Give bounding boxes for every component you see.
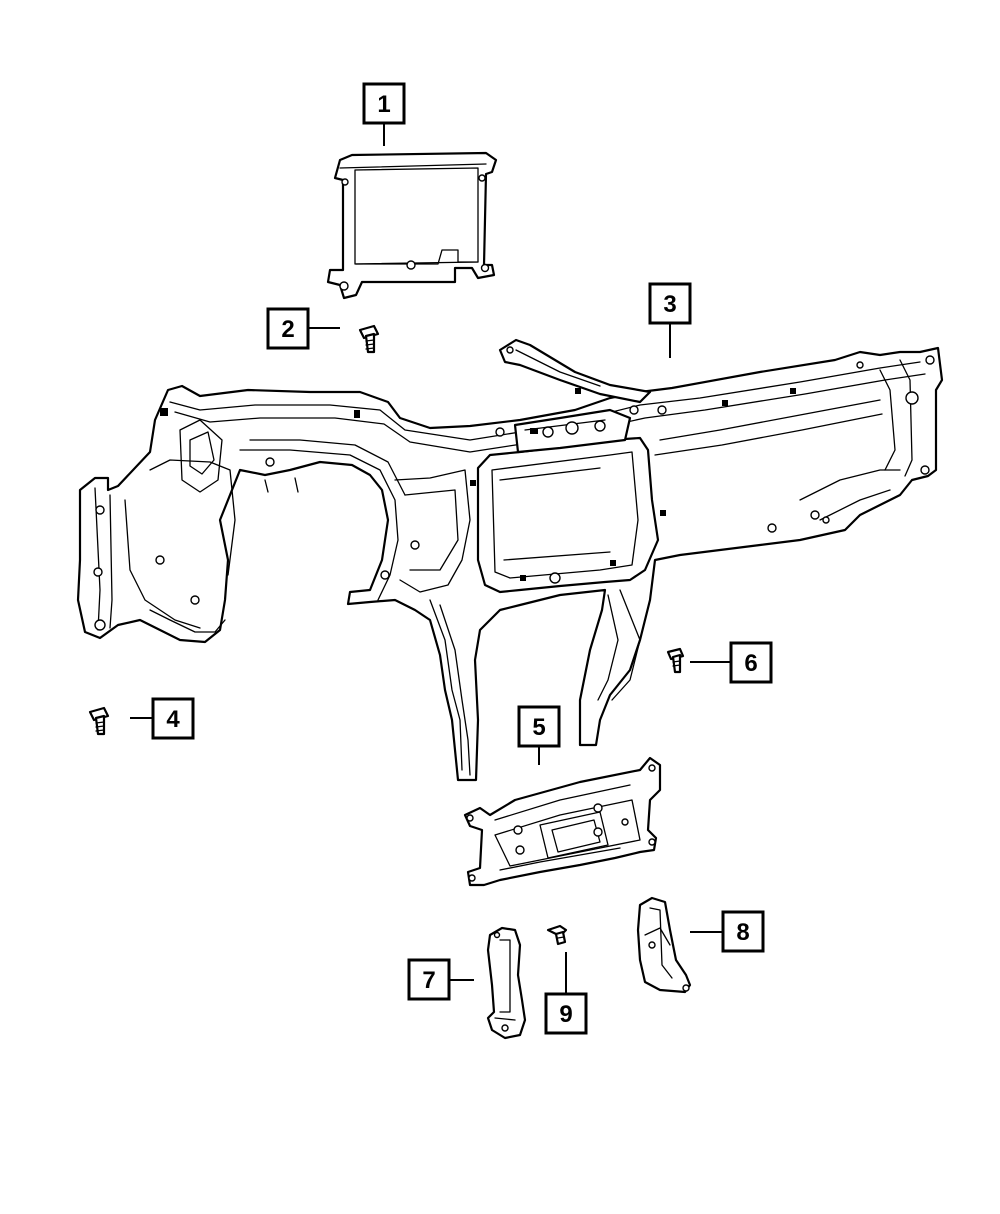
callout-3-label: 3 [663, 291, 676, 318]
callout-8: 8 [721, 910, 765, 953]
callout-6-label: 6 [744, 650, 757, 677]
callout-4-label: 4 [166, 706, 180, 733]
callout-3: 3 [648, 282, 692, 325]
part-2-bolt [358, 324, 380, 354]
callout-2: 2 [266, 307, 310, 350]
part-4-bolt [88, 706, 110, 736]
part-3-cross-car-beam [76, 338, 944, 782]
part-1-bracket [326, 151, 498, 300]
part-6-bolt [666, 647, 685, 674]
callout-6: 6 [729, 641, 773, 684]
callout-1-label: 1 [377, 91, 390, 118]
callout-5: 5 [517, 705, 561, 748]
callout-9-label: 9 [559, 1001, 572, 1028]
callout-2-label: 2 [281, 316, 294, 343]
callout-7: 7 [407, 958, 451, 1001]
callout-5-label: 5 [532, 714, 545, 741]
callout-4: 4 [151, 697, 195, 740]
callout-8-label: 8 [736, 919, 749, 946]
callout-1: 1 [362, 82, 406, 125]
part-5-center-bracket [463, 756, 662, 887]
part-8-brace [636, 896, 692, 994]
callout-7-label: 7 [422, 967, 435, 994]
part-9-screw [546, 924, 568, 946]
part-7-brace [486, 926, 527, 1040]
callout-9: 9 [544, 992, 588, 1035]
